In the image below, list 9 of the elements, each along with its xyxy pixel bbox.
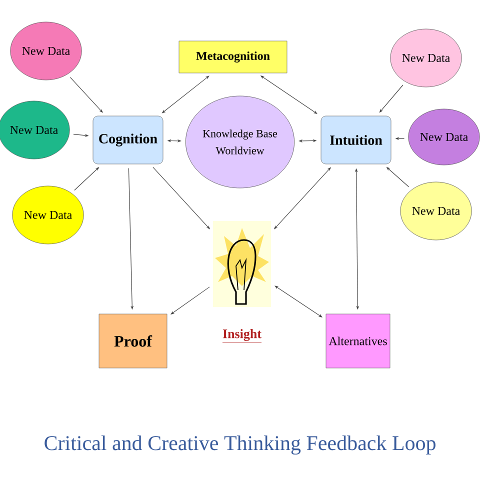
title: Critical and Creative Thinking Feedback Loop [44, 435, 436, 455]
process-box: Intuition [320, 116, 392, 164]
process-box: Alternatives [326, 314, 390, 368]
arrow [70, 76, 103, 113]
process-box: Metacognition [178, 40, 288, 74]
process-box: Cognition [92, 116, 164, 164]
insight-label: Insight [222, 329, 262, 343]
arrow [274, 286, 322, 318]
process-box: Proof [98, 314, 168, 368]
